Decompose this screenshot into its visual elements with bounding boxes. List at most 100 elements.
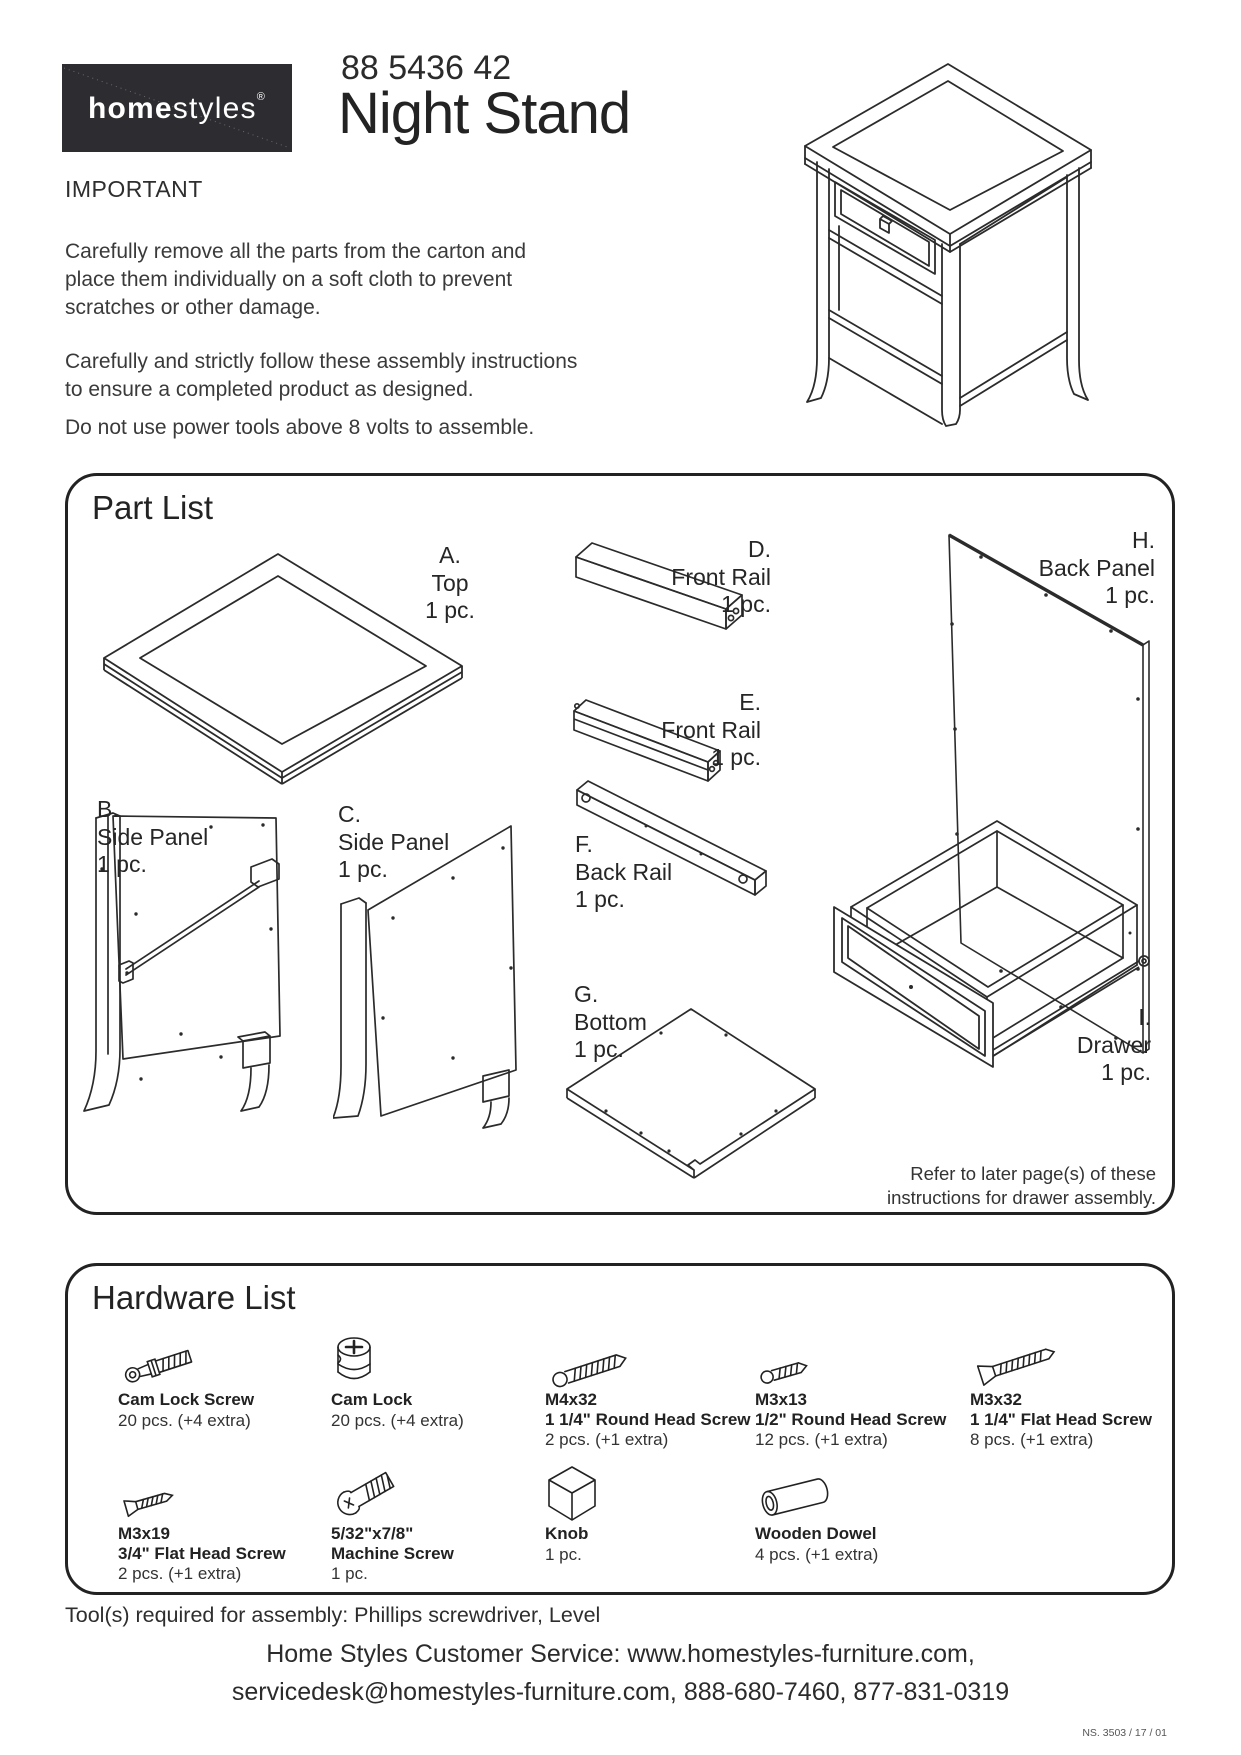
page-title: Night Stand	[338, 81, 631, 146]
text-line: scratches or other damage.	[65, 296, 321, 319]
part-qty: 1 pc.	[721, 591, 771, 617]
hardware-desc: 1/2" Round Head Screw	[755, 1409, 947, 1429]
part-letter: A.	[439, 542, 461, 568]
important-paragraph: Do not use power tools above 8 volts to …	[65, 414, 534, 442]
part-letter: G.	[574, 981, 599, 1007]
hardware-name: Wooden Dowel	[755, 1524, 877, 1543]
part-label-a: A. Top 1 pc.	[385, 542, 515, 625]
part-h-back-panel-drawing	[948, 533, 1150, 1054]
part-label-i: I. Drawer 1 pc.	[1006, 1004, 1151, 1087]
part-qty: 1 pc.	[1101, 1059, 1151, 1085]
hardware-desc: 3/4" Flat Head Screw	[118, 1543, 286, 1563]
part-c-side-panel-drawing	[333, 825, 517, 1129]
hardware-item: Knob 1 pc.	[545, 1462, 757, 1564]
part-label-b: B. Side Panel 1 pc.	[97, 796, 208, 879]
part-name: Side Panel	[97, 823, 209, 850]
text-line: place them individually on a soft cloth …	[65, 268, 513, 291]
part-label-c: C. Side Panel 1 pc.	[338, 801, 449, 884]
text-line: Carefully remove all the parts from the …	[65, 240, 527, 263]
part-label-g: G. Bottom 1 pc.	[574, 981, 647, 1064]
brand-light: styles	[172, 92, 257, 125]
part-label-f: F. Back Rail 1 pc.	[575, 831, 672, 914]
part-i-drawer-drawing	[833, 820, 1150, 1068]
part-e-front-rail-drawing	[573, 699, 721, 782]
wooden-dowel-icon	[755, 1462, 967, 1524]
part-name: Bottom	[574, 1008, 647, 1035]
hardware-item: Wooden Dowel 4 pcs. (+1 extra)	[755, 1462, 967, 1564]
round-head-screw-long-icon	[545, 1328, 757, 1390]
hardware-item: 5/32"x7/8" Machine Screw 1 pc.	[331, 1462, 543, 1584]
part-name: Back Panel	[1038, 554, 1155, 581]
part-qty: 1 pc.	[575, 886, 625, 912]
part-letter: I.	[1138, 1004, 1151, 1030]
flat-head-screw-long-icon	[970, 1328, 1182, 1390]
part-letter: E.	[739, 689, 761, 715]
hardware-name: M3x19	[118, 1524, 170, 1543]
part-qty: 1 pc.	[574, 1036, 624, 1062]
hardware-name: M3x32	[970, 1390, 1022, 1409]
part-list-title: Part List	[92, 489, 214, 526]
part-letter: D.	[748, 536, 771, 562]
hardware-desc: 1 1/4" Flat Head Screw	[970, 1409, 1152, 1429]
text-line: Do not use power tools above 8 volts to …	[65, 416, 535, 439]
part-d-front-rail-drawing	[575, 542, 743, 630]
part-letter: B.	[97, 796, 119, 822]
hardware-qty: 4 pcs. (+1 extra)	[755, 1544, 879, 1564]
document-code: NS. 3503 / 17 / 01	[1082, 1727, 1167, 1739]
part-a-top-drawing	[103, 553, 463, 785]
part-label-h: H. Back Panel 1 pc.	[1010, 527, 1155, 610]
part-name: Front Rail	[661, 716, 761, 743]
part-qty: 1 pc.	[338, 856, 388, 882]
part-label-e: E. Front Rail 1 pc.	[621, 689, 761, 772]
hardware-name: Cam Lock	[331, 1390, 413, 1409]
part-b-side-panel-drawing	[83, 812, 281, 1112]
part-letter: F.	[575, 831, 593, 857]
part-list-panel: Part List	[65, 473, 1175, 1215]
hardware-qty: 12 pcs. (+1 extra)	[755, 1430, 888, 1449]
drawer-assembly-note: Refer to later page(s) of these instruct…	[831, 1162, 1156, 1209]
customer-service-line-1: Home Styles Customer Service: www.homest…	[266, 1640, 975, 1668]
part-qty: 1 pc.	[1105, 582, 1155, 608]
customer-service-line-2: servicedesk@homestyles-furniture.com, 88…	[231, 1678, 1010, 1706]
part-name: Drawer	[1076, 1031, 1151, 1058]
brand-wordmark: homestyles®	[88, 92, 266, 124]
hardware-item: Cam Lock Screw 20 pcs. (+4 extra)	[118, 1328, 330, 1430]
important-paragraph: Carefully and strictly follow these asse…	[65, 348, 577, 404]
round-head-screw-short-icon	[755, 1328, 967, 1390]
text-line: Refer to later page(s) of these	[910, 1163, 1156, 1184]
hardware-list-title: Hardware List	[92, 1279, 296, 1316]
hardware-qty: 1 pc.	[545, 1544, 582, 1564]
machine-screw-icon	[331, 1462, 543, 1524]
hardware-name: Cam Lock Screw	[118, 1390, 255, 1409]
hardware-desc: 1 1/4" Round Head Screw	[545, 1409, 751, 1429]
text-line: to ensure a completed product as designe…	[65, 378, 474, 401]
tools-required-line: Tool(s) required for assembly: Phillips …	[65, 1603, 601, 1627]
hardware-qty: 2 pcs. (+1 extra)	[545, 1430, 669, 1449]
part-g-bottom-drawing	[566, 1008, 816, 1179]
nightstand-illustration	[804, 63, 1092, 427]
brand-bold: home	[87, 92, 173, 125]
model-number: 88 5436 42	[341, 49, 512, 87]
part-name: Top	[431, 569, 469, 596]
part-name: Front Rail	[671, 563, 771, 590]
hardware-list-panel: Hardware List Cam Lock Screw 20 pcs. (+4…	[65, 1263, 1175, 1595]
part-name: Back Rail	[575, 858, 673, 885]
part-qty: 1 pc.	[425, 597, 475, 623]
hardware-qty: 20 pcs. (+4 extra)	[118, 1410, 251, 1430]
flat-head-screw-short-icon	[118, 1462, 330, 1524]
part-name: Side Panel	[338, 828, 450, 855]
hardware-item: M3x19 3/4" Flat Head Screw 2 pcs. (+1 ex…	[118, 1462, 330, 1584]
knob-icon	[545, 1462, 757, 1524]
hardware-item: Cam Lock 20 pcs. (+4 extra)	[331, 1328, 543, 1430]
part-label-d: D. Front Rail 1 pc.	[631, 536, 771, 619]
part-qty: 1 pc.	[97, 851, 147, 877]
text-line: instructions for drawer assembly.	[886, 1186, 1156, 1208]
hardware-name: M3x13	[755, 1390, 807, 1409]
part-f-back-rail-drawing	[576, 780, 767, 896]
hardware-qty: 1 pc.	[331, 1564, 368, 1583]
hardware-item: M3x13 1/2" Round Head Screw 12 pcs. (+1 …	[755, 1328, 967, 1450]
homestyles-logo: homestyles®	[62, 64, 292, 152]
hardware-qty: 20 pcs. (+4 extra)	[331, 1410, 464, 1430]
cam-lock-icon	[331, 1328, 543, 1390]
